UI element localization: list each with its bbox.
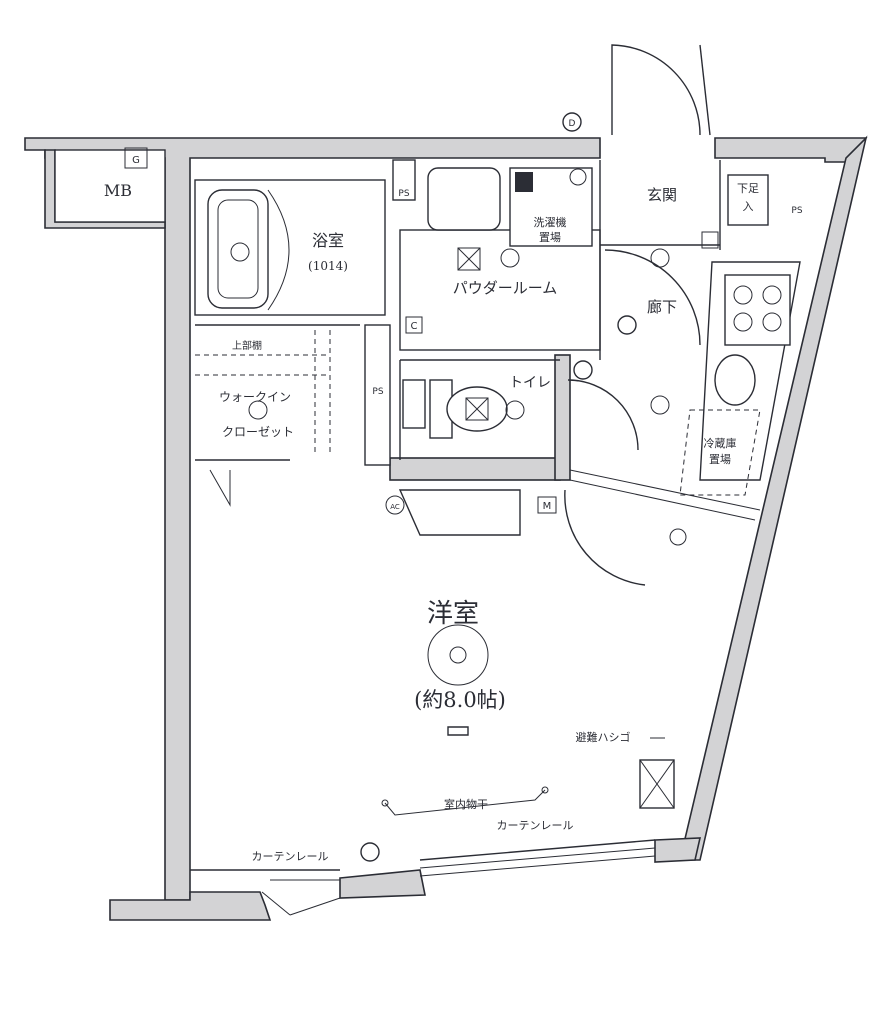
bathtub-inner: [217, 199, 259, 299]
outlet-c-label: C: [411, 321, 418, 332]
telephone-outlet-icon: [360, 112, 637, 862]
bottom-wall-right: [654, 837, 702, 863]
bottom-wall-mid: [339, 869, 426, 899]
shoe-box-label-1: 下足: [737, 182, 759, 195]
washer-tap: [515, 172, 533, 192]
gas-meter-label: G: [132, 155, 140, 166]
dryer-hook-left: [381, 799, 389, 807]
ps-column-top: [392, 159, 416, 201]
curtain-rail-label-2: カーテンレール: [497, 819, 574, 832]
outlet-m-box: [537, 496, 557, 514]
outlet-m-label: M: [543, 501, 552, 512]
burner-3: [733, 312, 753, 332]
light-ceiling-icon: [230, 168, 687, 686]
powder-room-box: [399, 229, 601, 351]
entrance-door: [611, 44, 701, 136]
room-name-mb: MB: [104, 181, 132, 200]
window-swing: [261, 891, 341, 916]
bath-door-swing: [267, 189, 290, 311]
room-size-main: (約8.0帖): [414, 688, 506, 712]
top-right-wall: [714, 137, 868, 163]
corridor-lines: [569, 469, 761, 521]
outlet-ac-label: AC: [390, 503, 400, 511]
room-name-main: 洋室: [427, 599, 479, 629]
evacuation-ladder-icon: [639, 737, 675, 809]
fridge-space: [679, 409, 761, 496]
burner-4: [762, 312, 782, 332]
evac-ladder-label: 避難ハシゴ: [576, 730, 631, 744]
room-name-entrance: 玄関: [647, 186, 677, 204]
shoe-box: [727, 174, 769, 226]
room-size-bath: (1014): [308, 259, 348, 273]
bathtub-icon: [207, 189, 269, 309]
vanity-sink: [427, 167, 501, 231]
outlet-c-box: [405, 316, 423, 334]
hall-panel: [701, 231, 719, 249]
closet-sliding: [398, 489, 521, 536]
ps-column: [364, 324, 391, 466]
room-name-bath: 浴室: [312, 231, 344, 250]
toilet-bottom-wall: [389, 457, 561, 481]
dryer-hook-right: [541, 786, 549, 794]
door-d-label: D: [569, 119, 576, 129]
fridge-label-1: 冷蔵庫: [704, 436, 737, 450]
burner-2: [762, 285, 782, 305]
toilet-right-wall: [554, 354, 571, 481]
curtain-rail-label-1: カーテンレール: [252, 850, 329, 863]
indoor-dryer-rod: [384, 789, 546, 816]
window-line-4: [419, 847, 656, 869]
bottom-wall: [109, 891, 272, 921]
hall-door: [604, 249, 701, 346]
main-door: [564, 489, 646, 586]
shoe-box-label-2: 入: [743, 200, 754, 213]
upper-shelf-label: 上部棚: [232, 339, 262, 352]
room-name-toilet: トイレ: [509, 375, 551, 391]
exhaust-fan-icon: [457, 247, 489, 421]
outlet-ac-circle: [385, 495, 405, 515]
washer-label-2: 置場: [539, 231, 561, 244]
window-line-3: [419, 839, 656, 861]
fridge-label-2: 置場: [709, 453, 731, 466]
indoor-dryer-label: 室内物干: [444, 797, 488, 811]
closet-door: [209, 469, 231, 507]
window-line-5: [419, 855, 656, 877]
ps-label-right: PS: [791, 206, 802, 216]
room-name-closet-1: ウォークイン: [219, 390, 291, 404]
intercom-icon: [447, 726, 469, 736]
washer-label-1: 洗濯機: [534, 215, 567, 229]
room-name-hall: 廊下: [647, 298, 677, 316]
sink-icon: [714, 354, 756, 406]
entrance-door-leaf: [699, 44, 711, 136]
burner-1: [733, 285, 753, 305]
ps-label-top: PS: [398, 189, 409, 199]
stove-icon: [724, 274, 791, 346]
ps-label-mid: PS: [372, 387, 383, 397]
room-name-powder: パウダールーム: [453, 279, 558, 297]
room-name-closet-2: クローゼット: [222, 425, 294, 439]
toilet-door: [567, 379, 639, 451]
gas-meter-icon: [124, 147, 148, 169]
toilet-shelf: [402, 379, 426, 429]
